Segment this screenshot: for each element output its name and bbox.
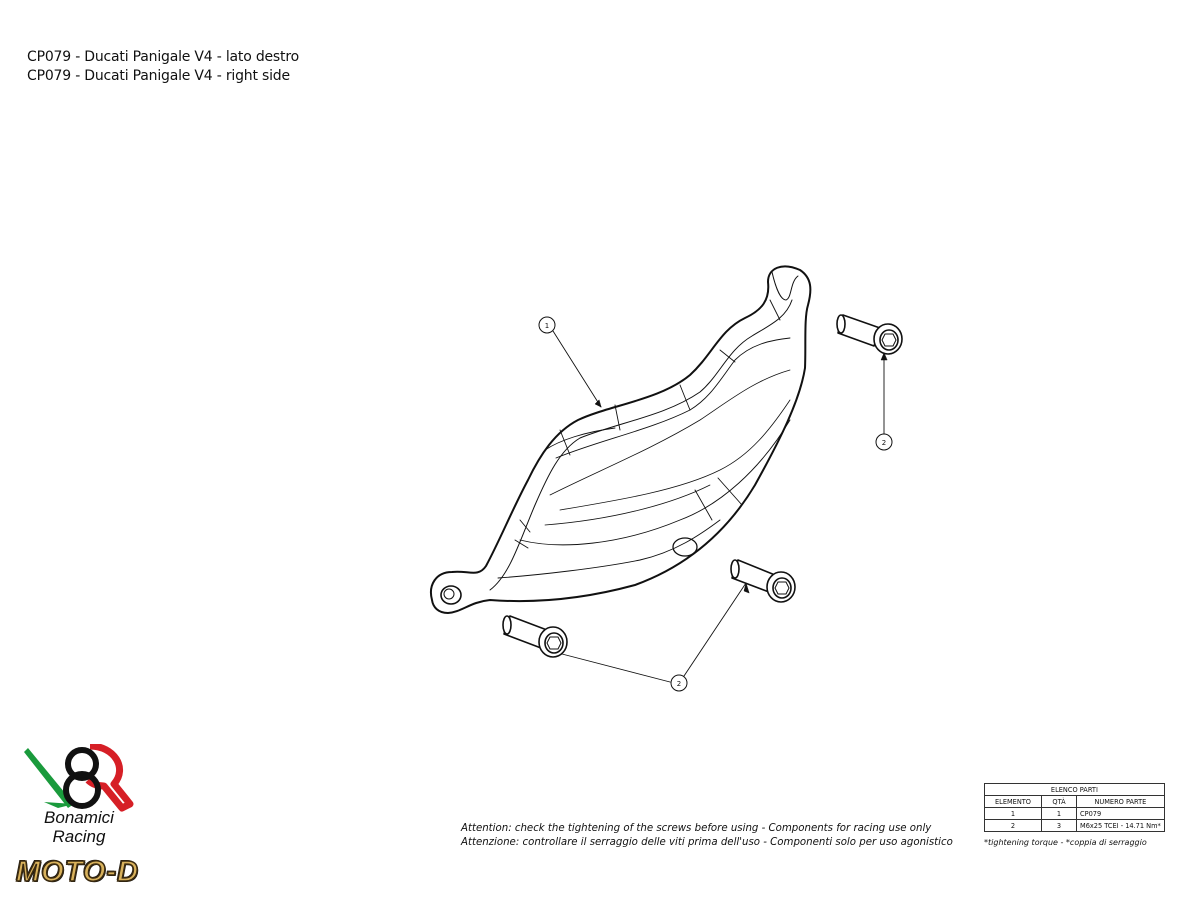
screw-bottom-middle <box>730 559 796 603</box>
brand-line-1: Bonamici <box>44 808 114 827</box>
parts-table-title: ELENCO PARTI <box>984 783 1165 796</box>
table-row: 1 1 CP079 <box>984 807 1165 820</box>
cell-element: 2 <box>984 819 1042 832</box>
header-element: ELEMENTO <box>984 795 1042 808</box>
title-english: CP079 - Ducati Panigale V4 - right side <box>27 68 290 84</box>
brand-name: Bonamici Racing <box>14 808 144 846</box>
torque-note: *tightening torque - *coppia di serraggi… <box>984 838 1147 847</box>
header-part-number: NUMERO PARTE <box>1076 795 1165 808</box>
cell-part: M6x25 TCEI - 14.71 Nm* <box>1076 819 1165 832</box>
note-italian: Attenzione: controllare il serraggio del… <box>461 837 953 848</box>
title-block: CP079 - Ducati Panigale V4 - lato destro… <box>27 48 299 86</box>
screw-bottom-left <box>502 615 568 658</box>
cell-part: CP079 <box>1076 807 1165 820</box>
cover-part <box>430 265 812 614</box>
bonamici-logo-icon <box>24 744 134 812</box>
safety-notes: Attention: check the tightening of the s… <box>461 822 953 850</box>
cell-qty: 3 <box>1041 819 1077 832</box>
note-english: Attention: check the tightening of the s… <box>461 823 932 834</box>
callout-2-bottom: 2 <box>677 680 681 688</box>
header-qty: QTÀ <box>1041 795 1077 808</box>
table-row: 2 3 M6x25 TCEI - 14.71 Nm* <box>984 819 1165 832</box>
moto-d-logo: MOTO-D <box>15 855 140 889</box>
cell-qty: 1 <box>1041 807 1077 820</box>
callout-1: 1 <box>545 322 549 330</box>
brand-line-2: Racing <box>52 827 106 846</box>
parts-table: ELENCO PARTI ELEMENTO QTÀ NUMERO PARTE 1… <box>984 783 1165 832</box>
screw-right <box>836 314 903 355</box>
title-italian: CP079 - Ducati Panigale V4 - lato destro <box>27 49 299 65</box>
cell-element: 1 <box>984 807 1042 820</box>
callout-2-right: 2 <box>882 439 886 447</box>
